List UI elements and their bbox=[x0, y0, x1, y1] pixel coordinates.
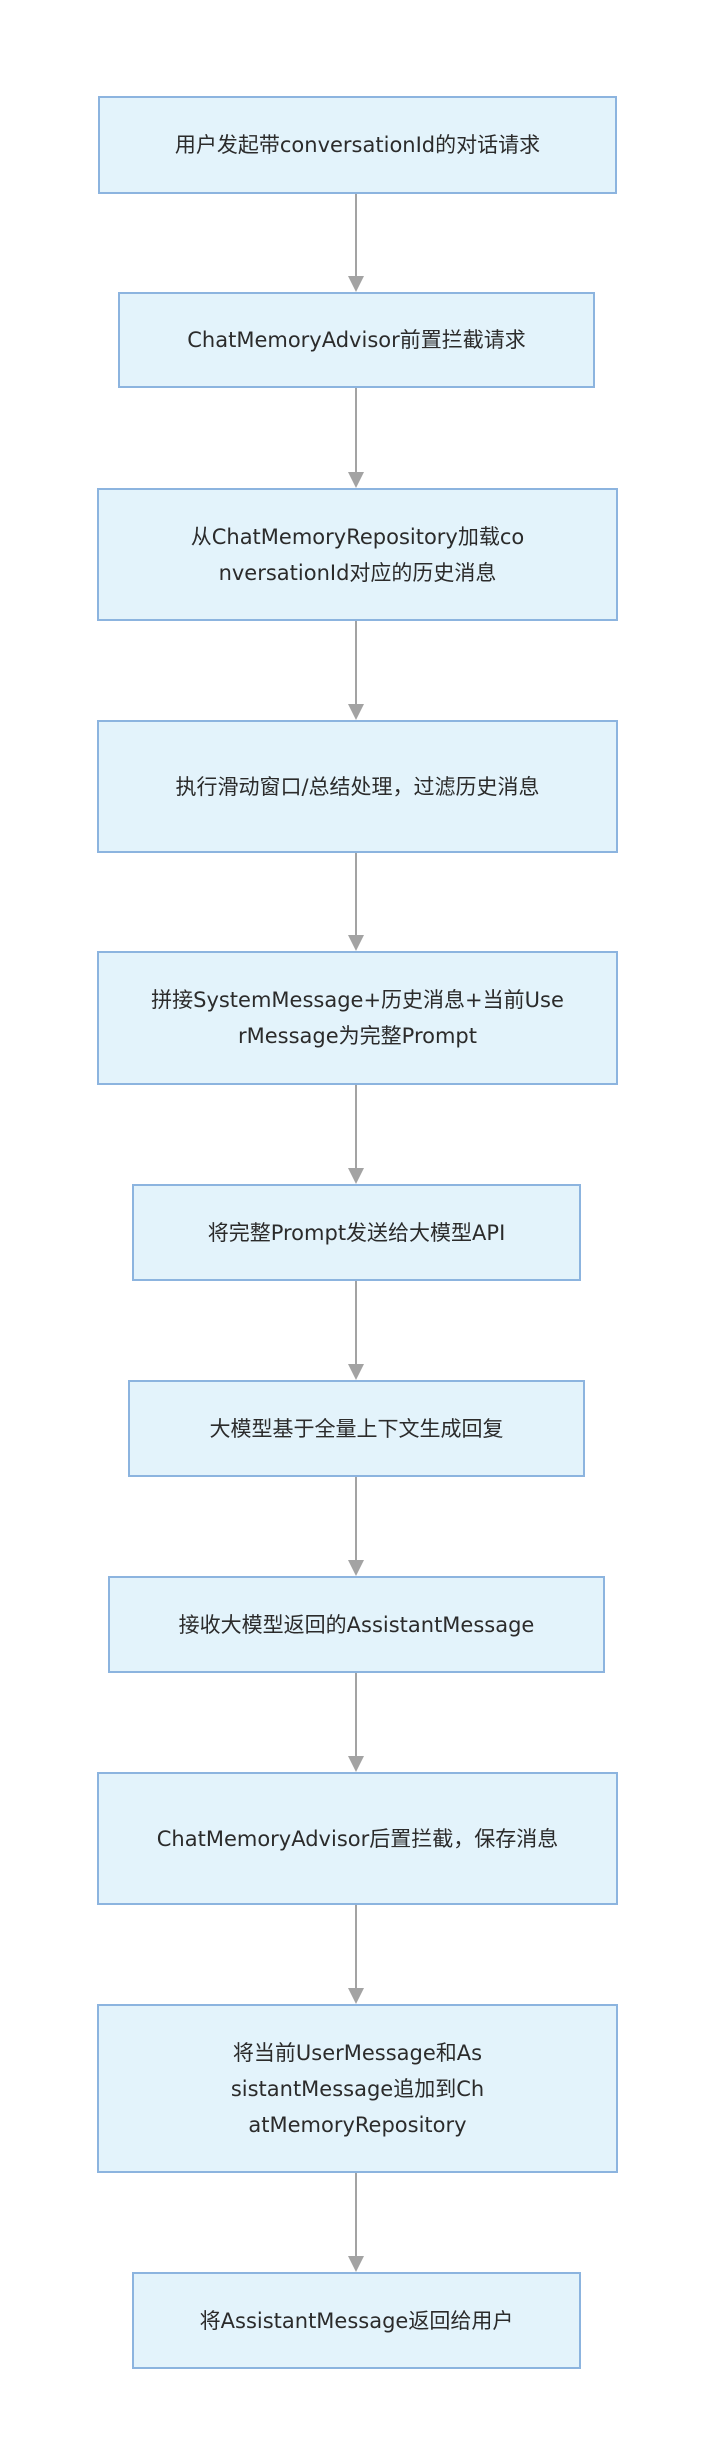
step-1-label: 用户发起带conversationId的对话请求 bbox=[174, 133, 541, 157]
step-1-box: 用户发起带conversationId的对话请求 bbox=[98, 96, 617, 194]
connector-arrowhead-9 bbox=[348, 1988, 364, 2004]
step-3-label: 从ChatMemoryRepository加载conversationId对应的… bbox=[190, 524, 525, 585]
step-6-label: 将完整Prompt发送给大模型API bbox=[207, 1220, 506, 1245]
step-4-label: 执行滑动窗口/总结处理，过滤历史消息 bbox=[175, 774, 540, 799]
step-2-box: ChatMemoryAdvisor前置拦截请求 bbox=[118, 292, 595, 388]
step-10-box: 将当前UserMessage和AssistantMessage追加到ChatMe… bbox=[97, 2004, 618, 2173]
connector-arrowhead-7 bbox=[348, 1560, 364, 1576]
connector-arrowhead-10 bbox=[348, 2256, 364, 2272]
connector-arrowhead-3 bbox=[348, 704, 364, 720]
connector-arrowhead-8 bbox=[348, 1756, 364, 1772]
step-3-box: 从ChatMemoryRepository加载conversationId对应的… bbox=[97, 488, 618, 621]
connector-arrowhead-2 bbox=[348, 472, 364, 488]
step-7-label: 大模型基于全量上下文生成回复 bbox=[209, 1416, 504, 1441]
step-9-label: ChatMemoryAdvisor后置拦截，保存消息 bbox=[156, 1826, 559, 1851]
step-11-label: 将AssistantMessage返回给用户 bbox=[199, 2308, 514, 2333]
step-10-label: 将当前UserMessage和AssistantMessage追加到ChatMe… bbox=[230, 2040, 485, 2137]
step-6-box: 将完整Prompt发送给大模型API bbox=[132, 1184, 581, 1281]
step-9-box: ChatMemoryAdvisor后置拦截，保存消息 bbox=[97, 1772, 618, 1905]
step-8-label: 接收大模型返回的AssistantMessage bbox=[178, 1612, 535, 1637]
step-8-box: 接收大模型返回的AssistantMessage bbox=[108, 1576, 605, 1673]
step-11-box: 将AssistantMessage返回给用户 bbox=[132, 2272, 581, 2369]
step-5-label: 拼接SystemMessage+历史消息+当前UserMessage为完整Pro… bbox=[151, 988, 564, 1048]
connector-arrowhead-6 bbox=[348, 1364, 364, 1380]
step-4-box: 执行滑动窗口/总结处理，过滤历史消息 bbox=[97, 720, 618, 853]
connector-arrowhead-1 bbox=[348, 276, 364, 292]
step-7-box: 大模型基于全量上下文生成回复 bbox=[128, 1380, 585, 1477]
step-5-box: 拼接SystemMessage+历史消息+当前UserMessage为完整Pro… bbox=[97, 951, 618, 1085]
connector-arrowhead-4 bbox=[348, 935, 364, 951]
connector-arrowhead-5 bbox=[348, 1168, 364, 1184]
step-2-label: ChatMemoryAdvisor前置拦截请求 bbox=[187, 328, 526, 352]
